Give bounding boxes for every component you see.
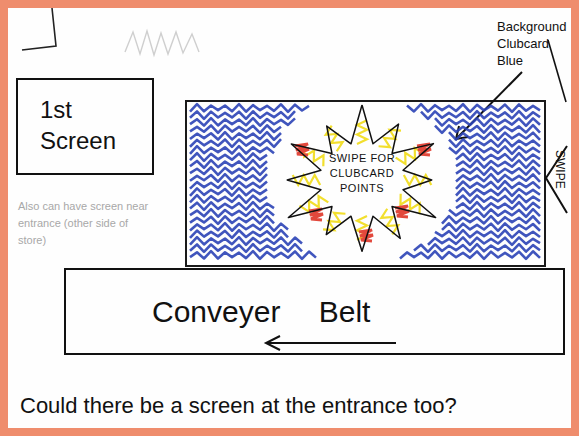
blue-scribble	[428, 237, 540, 245]
node-text: Conveyer Belt	[152, 294, 552, 330]
blue-scribble	[456, 195, 540, 203]
starburst-outline	[287, 105, 435, 251]
yellow-scribble	[404, 175, 432, 185]
blue-scribble	[435, 118, 540, 126]
blue-scribble	[190, 237, 302, 245]
annotation-text: Could there be a screen at the entrance …	[20, 392, 457, 420]
annotation-text: Background Clubcard Blue	[497, 18, 575, 69]
blue-scribble	[190, 111, 295, 119]
leader-line	[22, 8, 56, 50]
blue-scribble	[435, 230, 540, 238]
blue-scribble	[442, 223, 540, 231]
blue-scribble	[190, 188, 267, 196]
blue-scribble	[456, 167, 540, 175]
blue-scribble	[190, 244, 302, 252]
blue-scribble-fill	[190, 104, 540, 259]
blue-scribble	[190, 146, 274, 154]
starburst-callout: SWIPE FOR CLUBCARD POINTS	[277, 105, 447, 255]
arrow-head	[546, 146, 567, 213]
yellow-scribble	[323, 213, 345, 230]
blue-scribble	[456, 181, 540, 189]
blue-scribble	[190, 181, 267, 189]
yellow-scribble	[326, 126, 343, 152]
blue-scribble	[190, 160, 267, 168]
leader-line	[548, 40, 566, 102]
blue-scribble	[456, 160, 540, 168]
blue-scribble	[190, 118, 295, 126]
blue-scribble	[190, 216, 274, 224]
blue-scribble	[456, 188, 540, 196]
burst-colour	[293, 120, 432, 241]
node-text: SWIPE FOR CLUBCARD POINTS	[323, 151, 401, 196]
blue-scribble	[190, 195, 267, 203]
blue-scribble	[190, 202, 274, 210]
yellow-scribble	[379, 130, 401, 147]
pencil-scribble	[125, 31, 199, 55]
blue-scribble	[449, 209, 540, 217]
blue-scribble	[456, 202, 540, 210]
starburst-shape	[277, 105, 447, 255]
node-text: 1st Screen	[40, 94, 130, 156]
blue-scribble	[456, 174, 540, 182]
blue-scribble	[190, 104, 309, 112]
sketch-box: Conveyer Belt	[64, 268, 565, 355]
blue-scribble	[435, 125, 540, 133]
blue-scribble	[400, 251, 540, 259]
blue-scribble	[190, 174, 267, 182]
screen-outline	[186, 101, 545, 266]
arrow-head	[266, 336, 280, 350]
sketch-box: 1st Screen	[16, 78, 154, 175]
belt-direction-arrow	[266, 342, 396, 344]
blue-scribble	[456, 153, 540, 161]
blue-scribble	[190, 139, 281, 147]
blue-scribble	[421, 111, 540, 119]
annotation-text: SWIPE	[553, 150, 567, 189]
yellow-scribble	[357, 120, 367, 144]
blue-scribble	[190, 251, 316, 259]
blue-scribble	[190, 153, 267, 161]
blue-scribble	[190, 167, 267, 175]
blue-scribble	[190, 209, 274, 217]
annotation-text: Also can have screen near entrance (othe…	[18, 198, 158, 249]
